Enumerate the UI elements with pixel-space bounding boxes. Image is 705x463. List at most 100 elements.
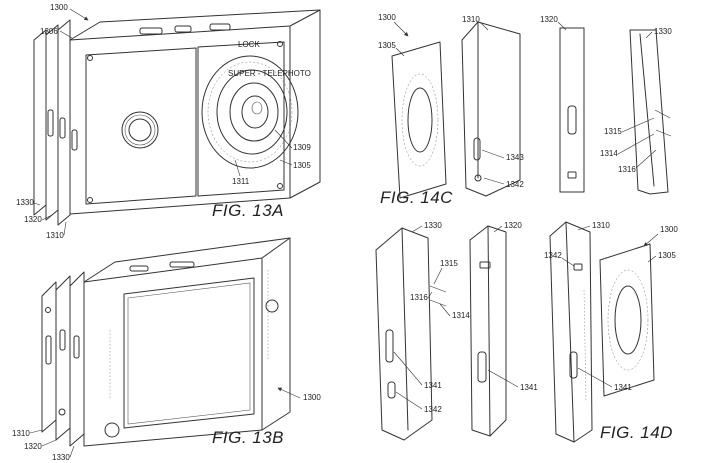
module-1310 [461,21,521,197]
screen-inner [127,282,251,425]
ref-1341: 1341 [424,381,442,390]
ref-1320: 1320 [24,442,42,451]
phone-body [83,237,291,447]
lens-ring-label: SUPER - TELEPHOTO [228,69,311,78]
lens-glass [241,95,269,129]
connector-icon [567,171,577,179]
lens-mount [201,55,299,169]
screw-icon [277,41,283,47]
ref-1300: 1300 [378,13,396,22]
lens-module-inner [407,87,433,153]
lens-module-inner [614,285,642,355]
top-button [169,261,195,268]
lens-module [599,243,655,397]
ref-1314: 1314 [600,149,618,158]
ref-1306: 1306 [40,27,58,36]
dial-button [174,25,192,33]
fig-14d-caption: FIG. 14D [600,423,673,442]
fig-13a-caption: FIG. 13A [212,201,284,220]
module-1330-edge [33,29,47,216]
usb-port-icon [473,137,481,161]
grip-dial-ring [124,114,156,146]
fig-13b: 1300 1310 1320 1330 FIG. 13B [12,237,321,462]
ref-1341: 1341 [520,383,538,392]
connector-icon [387,381,396,399]
usb-port-icon [477,351,487,383]
port-icon [59,117,66,139]
connector-icon [479,261,491,269]
ref-1305: 1305 [658,251,676,260]
module-1320-edge [487,225,491,437]
audio-jack-icon [474,174,482,182]
ref-1342: 1342 [424,405,442,414]
usb-port-icon [569,351,578,379]
usb-port-icon [567,105,577,135]
module-1330 [629,29,669,195]
ref-1316: 1316 [410,293,428,302]
grip-dial [121,111,159,149]
screw-icon [87,197,93,203]
port-icon [47,109,54,137]
module-1310-edge [565,221,575,443]
ref-1342: 1342 [506,180,524,189]
screw-icon [58,408,66,416]
screen [123,277,255,429]
ref-1342: 1342 [544,251,562,260]
body-top-edge [69,9,321,41]
module-1310-edge [41,281,57,433]
ref-1330: 1330 [16,198,34,207]
top-control [209,23,231,31]
home-button-icon [265,299,279,313]
lens-inner [229,82,279,142]
grip-dial-center [128,118,152,142]
lens-ring-grip [207,61,293,163]
module-1320-edge [55,275,71,441]
ref-1300: 1300 [660,225,678,234]
port-icon [71,129,78,151]
ref-1315: 1315 [604,127,622,136]
module-1310-edge [57,19,71,226]
lens-panel [197,41,285,197]
phone-top-edge [83,237,291,283]
lens-module-ring [401,73,439,167]
ref-1310: 1310 [12,429,30,438]
port-icon [73,335,80,359]
fig-13b-caption: FIG. 13B [212,428,284,447]
screw-icon [277,183,283,189]
ref-1315: 1315 [440,259,458,268]
lens-lock-label: LOCK [238,40,260,49]
ref-1314: 1314 [452,311,470,320]
side-grille [583,289,587,401]
ref-1309: 1309 [293,143,311,152]
ref-1330: 1330 [424,221,442,230]
connector-icon [573,263,583,271]
module-1330-edge [401,227,409,431]
lens-highlight [251,101,263,115]
fig-13a: LOCK SUPER - TELEPHOTO 1300 1306 1309 13… [16,3,321,240]
fig-14d: 1330 1320 1310 1300 1305 1342 1315 1316 … [375,221,678,443]
lens-barrel [216,69,288,155]
left-panel [85,47,197,205]
camera-button-icon [104,422,120,438]
shutter-button [139,27,163,35]
ref-1320: 1320 [540,15,558,24]
ref-1341: 1341 [614,383,632,392]
connector-pins [654,109,672,137]
ref-1330: 1330 [52,453,70,462]
ref-1343: 1343 [506,153,524,162]
lens-module-ring [607,269,649,371]
fig-14c-caption: FIG. 14C [380,188,453,207]
module-1330-edge [639,33,655,187]
ref-1330: 1330 [654,27,672,36]
ref-1310: 1310 [592,221,610,230]
camera-body [69,9,321,215]
fig-14c: 1300 1305 1310 1320 1330 1343 1342 1315 … [378,13,672,207]
ref-1300: 1300 [50,3,68,12]
ref-1300: 1300 [303,393,321,402]
ref-1305: 1305 [293,161,311,170]
connector-pins [429,285,447,307]
ref-1305: 1305 [378,41,396,50]
ref-1310: 1310 [462,15,480,24]
port-icon [45,335,52,365]
ref-1320: 1320 [504,221,522,230]
